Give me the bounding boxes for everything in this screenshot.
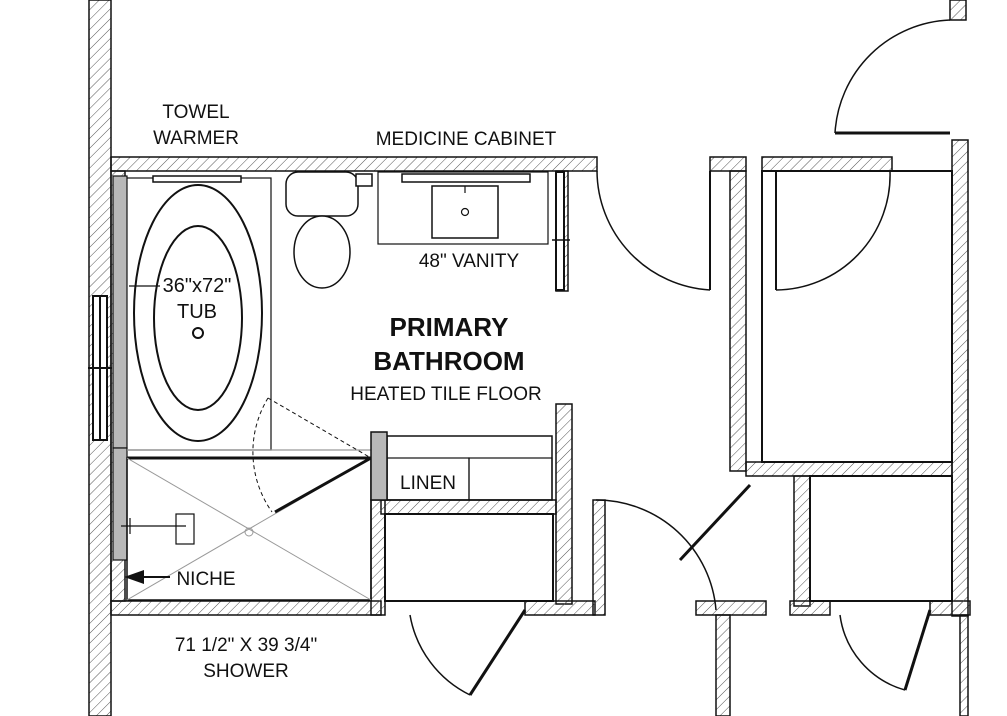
pocket-door xyxy=(555,171,565,291)
closet-bottom-right xyxy=(524,600,596,616)
hall-wall-c xyxy=(761,156,893,172)
tub-side-panel xyxy=(112,175,128,449)
vanity xyxy=(377,171,549,245)
label-tub: TUB xyxy=(177,301,217,323)
linen-pier xyxy=(370,431,388,501)
toilet xyxy=(285,171,373,289)
tub-inner xyxy=(153,225,243,411)
shower-glass-door xyxy=(274,456,372,514)
bath-right-wall-mid xyxy=(555,403,573,605)
shower xyxy=(112,397,372,601)
right-wall xyxy=(951,139,969,617)
door-arc-bath xyxy=(596,170,711,291)
label-warmer: WARMER xyxy=(153,128,239,149)
closet-right-lower xyxy=(809,475,953,602)
bath-top-wall xyxy=(110,156,598,172)
hall-wall-a xyxy=(709,156,747,172)
wc-room xyxy=(384,513,554,602)
closet-right-upper xyxy=(761,170,953,463)
linen-closet xyxy=(370,431,553,501)
medicine-cabinet xyxy=(401,173,531,183)
bath-bottom-wall xyxy=(110,600,382,616)
label-linen: LINEN xyxy=(400,473,456,494)
hall-wall-d xyxy=(745,461,953,477)
niche-arrow xyxy=(124,570,144,584)
linen-wall-bottom xyxy=(380,499,557,515)
label-shower-size: 71 1/2" X 39 3/4" xyxy=(175,635,317,656)
door-arc-closet xyxy=(409,614,471,696)
hall-wall-g xyxy=(789,600,831,616)
hall-wall-f xyxy=(695,600,767,616)
closet-left-wall xyxy=(370,499,386,616)
lower-wall-2 xyxy=(959,614,969,716)
label-floor-note: HEATED TILE FLOOR xyxy=(350,384,541,405)
hall-wall-b xyxy=(729,170,747,472)
window xyxy=(88,295,112,441)
lower-wall-1 xyxy=(715,614,731,716)
label-shower: SHOWER xyxy=(203,661,289,682)
door-arc-lower-right xyxy=(839,614,906,691)
label-vanity: 48" VANITY xyxy=(419,251,520,272)
tub-drain xyxy=(192,327,204,339)
label-room-bathroom: BATHROOM xyxy=(373,346,524,376)
tub-outer xyxy=(133,184,263,442)
doors xyxy=(409,19,951,696)
door-arc-wc xyxy=(595,499,717,611)
wc-left-wall xyxy=(592,499,606,616)
room-outlines xyxy=(384,170,953,602)
door-arc-hall xyxy=(775,170,891,291)
label-room-primary: PRIMARY xyxy=(390,312,509,342)
labels: TOWEL WARMER MEDICINE CABINET 48" VANITY… xyxy=(153,102,557,682)
label-medicine-cabinet: MEDICINE CABINET xyxy=(376,129,557,150)
top-right-wall xyxy=(949,0,967,21)
door-arc-top-right xyxy=(834,19,951,134)
hall-wall-e xyxy=(793,475,811,607)
label-towel: TOWEL xyxy=(162,102,229,123)
shower-valve xyxy=(175,513,195,545)
towel-warmer xyxy=(152,175,242,183)
label-tub-size: 36"x72" xyxy=(163,275,232,297)
shower-bench-panel xyxy=(112,447,128,561)
sink xyxy=(431,185,499,239)
label-niche: NICHE xyxy=(176,569,235,590)
